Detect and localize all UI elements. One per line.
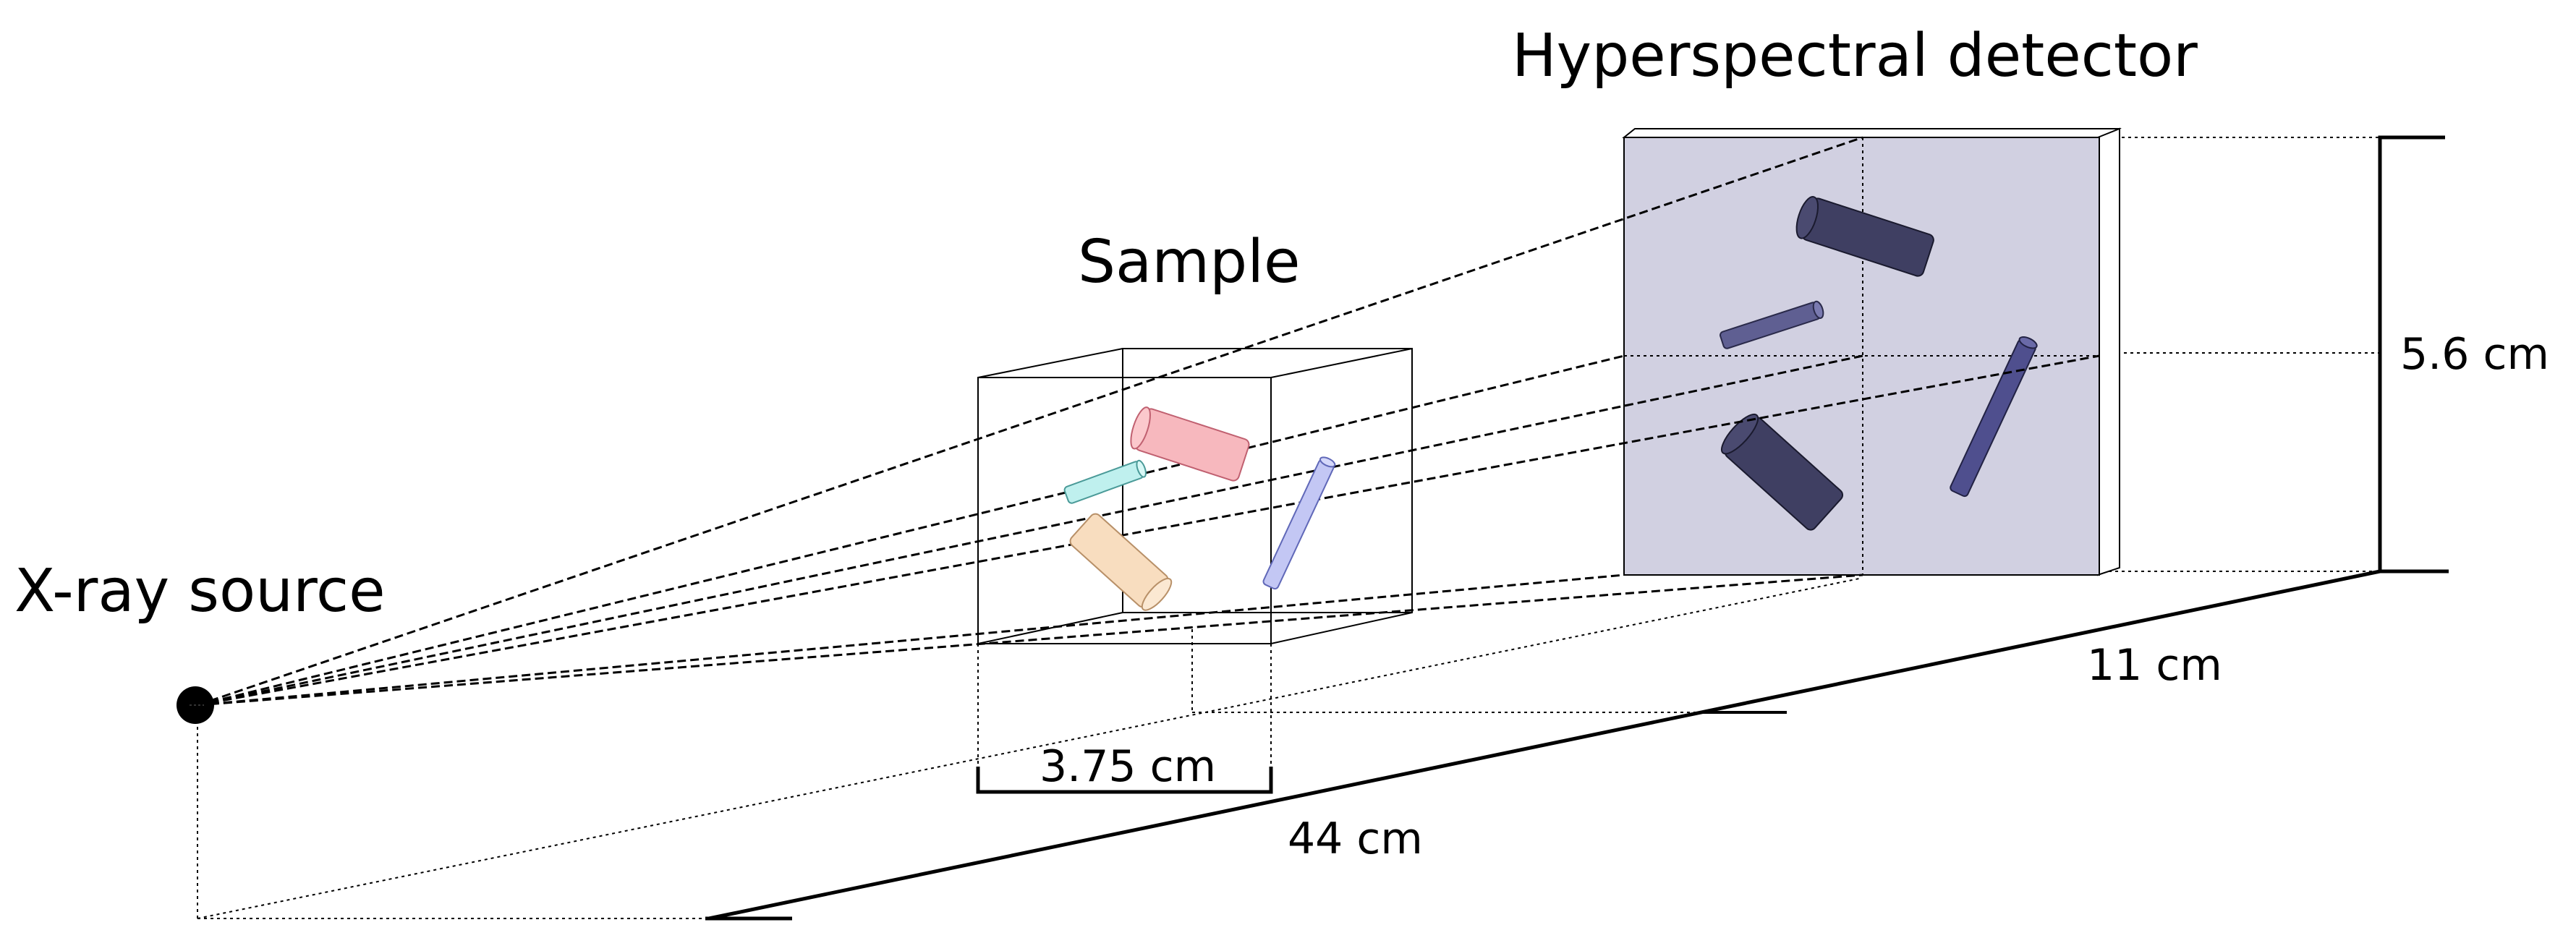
- detector-rod-small: [1720, 300, 1824, 349]
- sample-label: Sample: [1078, 228, 1300, 297]
- baseline-44cm: [708, 569, 2381, 921]
- source-label: X-ray source: [14, 557, 386, 626]
- sample-rod-cyan: [1063, 459, 1147, 504]
- sample-width-label: 3.75 cm: [1040, 741, 1216, 792]
- sample-rods: [1063, 406, 1336, 611]
- detector-rod-bottom: [1721, 413, 1844, 531]
- hyperspectral-detector: [1622, 127, 2122, 576]
- sample-rod-orange: [1069, 513, 1173, 611]
- sample-rod-red: [1130, 406, 1250, 482]
- floor-guides: [197, 137, 2380, 919]
- sample-to-detector-label: 11 cm: [2087, 640, 2222, 691]
- detector-label: Hyperspectral detector: [1512, 22, 2198, 90]
- detector-height-label: 5.6 cm: [2400, 329, 2549, 380]
- detector-height-bracket: [2378, 135, 2449, 574]
- sample-rod-blue: [1262, 456, 1336, 590]
- xray-beams: [197, 136, 2100, 707]
- sample-width-bracket: [976, 767, 1273, 794]
- detector-rod-right: [1950, 336, 2038, 498]
- detector-top-edge: [1622, 128, 2122, 138]
- detector-rod-top: [1795, 196, 1934, 277]
- dimension-brackets: [705, 135, 2449, 921]
- source-to-detector-label: 44 cm: [1288, 814, 1423, 864]
- xray-source: [177, 686, 214, 724]
- detector-side: [2097, 127, 2120, 576]
